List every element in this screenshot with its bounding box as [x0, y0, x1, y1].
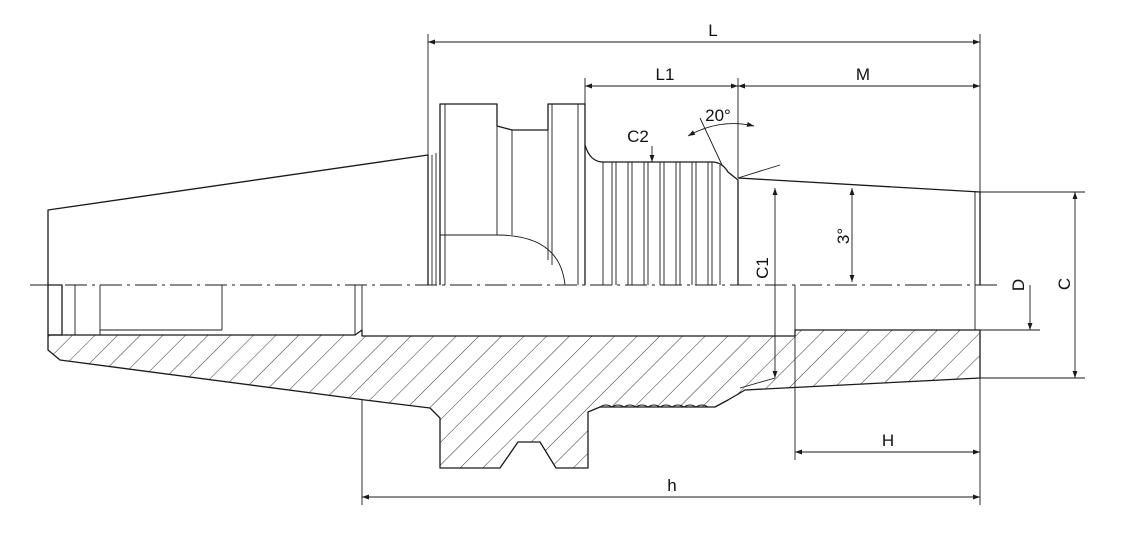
label-C: C: [1055, 278, 1074, 290]
groove-lines: [602, 162, 721, 285]
dimension-lines: [361, 34, 1085, 505]
label-C2: C2: [627, 127, 649, 146]
dimension-labels: L L1 M C2 20° 3° C1 D C H h: [627, 21, 1074, 495]
label-L1: L1: [656, 65, 675, 84]
nose-taper: [737, 177, 981, 285]
hatched-section: [47, 329, 981, 469]
label-angle-20: 20°: [705, 106, 731, 125]
upper-outline: [47, 103, 981, 286]
label-C1: C1: [753, 257, 772, 279]
label-L: L: [708, 21, 717, 40]
label-M: M: [856, 65, 870, 84]
label-h: h: [667, 476, 676, 495]
lower-section: [47, 284, 981, 469]
flange: [439, 103, 586, 285]
grooved-body: [584, 144, 739, 285]
label-H: H: [882, 431, 894, 450]
label-angle-3: 3°: [834, 228, 853, 244]
bore-section: [47, 284, 63, 336]
label-D: D: [1009, 279, 1028, 291]
